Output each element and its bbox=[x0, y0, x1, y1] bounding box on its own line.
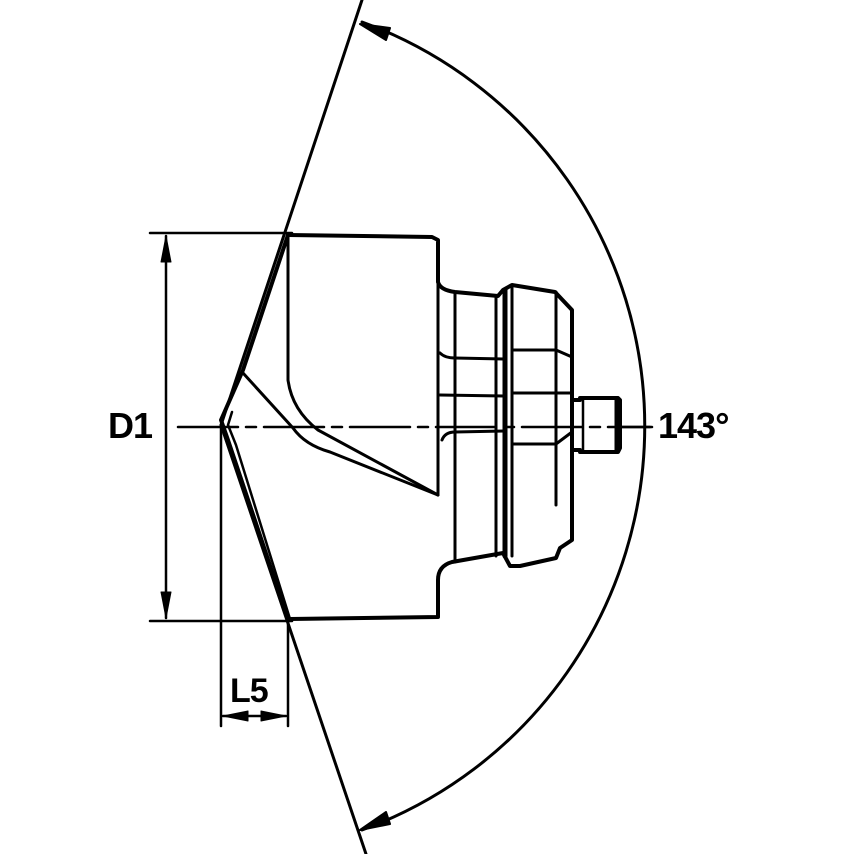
pilot-pin bbox=[570, 396, 622, 454]
point-angle-label: 143° bbox=[658, 405, 729, 446]
flange-hline-3 bbox=[510, 430, 574, 446]
tip-body-outline bbox=[286, 233, 574, 621]
face-inner-line bbox=[286, 233, 440, 497]
neck-hline-3 bbox=[440, 429, 506, 442]
d1-arrow-bottom bbox=[160, 591, 172, 619]
d1-arrow-top bbox=[160, 235, 172, 263]
d1-label: D1 bbox=[108, 405, 153, 446]
flange-hline-1 bbox=[510, 348, 574, 359]
flute-line-upper bbox=[241, 371, 440, 497]
angle-extension-upper bbox=[219, 0, 364, 427]
l5-arrow-left bbox=[222, 710, 249, 722]
tip-point-inner-edge bbox=[226, 410, 292, 621]
angle-arrow-top bbox=[359, 23, 391, 41]
angle-arrow-bottom bbox=[359, 811, 391, 831]
neck-hline-1 bbox=[438, 351, 506, 361]
l5-arrow-right bbox=[260, 710, 287, 722]
tip-point-edge bbox=[219, 233, 290, 621]
l5-label: L5 bbox=[230, 672, 269, 710]
neck-hline-2 bbox=[438, 393, 506, 398]
